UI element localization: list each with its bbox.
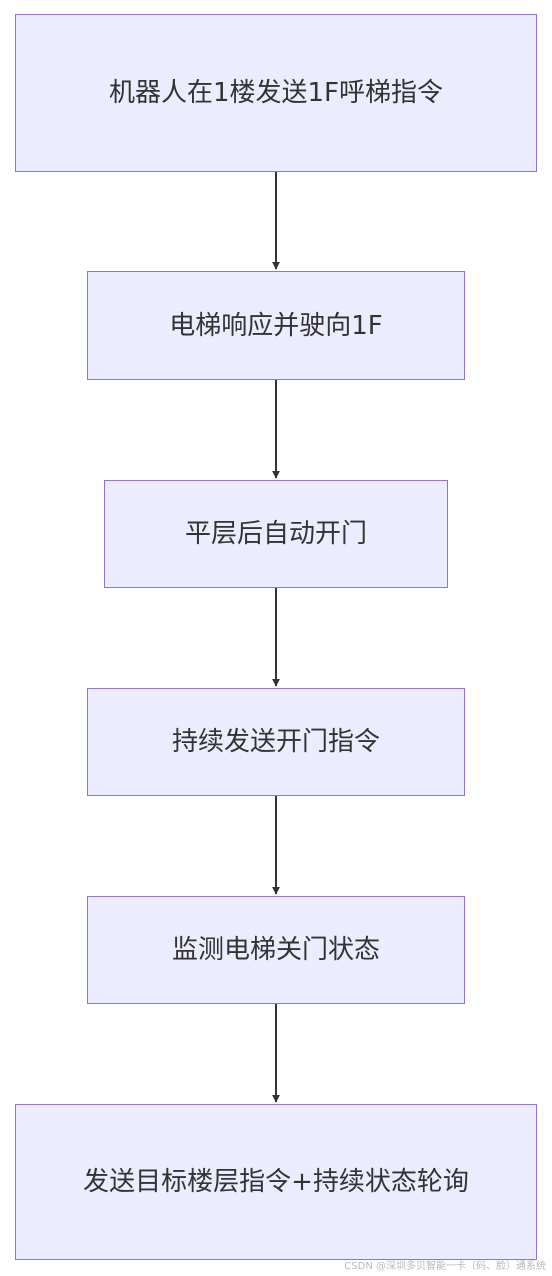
flow-node-keep-door-open: 持续发送开门指令 [87,688,465,796]
flow-node-elevator-respond: 电梯响应并驶向1F [87,271,465,380]
flow-node-label: 机器人在1楼发送1F呼梯指令 [108,78,444,108]
flow-node-label: 持续发送开门指令 [171,727,380,757]
flow-node-label: 发送目标楼层指令+持续状态轮询 [83,1167,469,1197]
flow-node-label: 平层后自动开门 [184,519,367,549]
flow-node-label: 监测电梯关门状态 [171,935,380,965]
flow-node-label: 电梯响应并驶向1F [169,310,383,341]
flow-node-monitor-door-close: 监测电梯关门状态 [87,896,465,1004]
flow-node-robot-call-elevator: 机器人在1楼发送1F呼梯指令 [15,14,537,172]
flow-node-auto-open-door: 平层后自动开门 [104,480,448,588]
watermark: CSDN @深圳多贝智能一卡（码、脸）通系统 [344,1261,546,1272]
flow-node-send-target-floor: 发送目标楼层指令+持续状态轮询 [15,1104,537,1260]
